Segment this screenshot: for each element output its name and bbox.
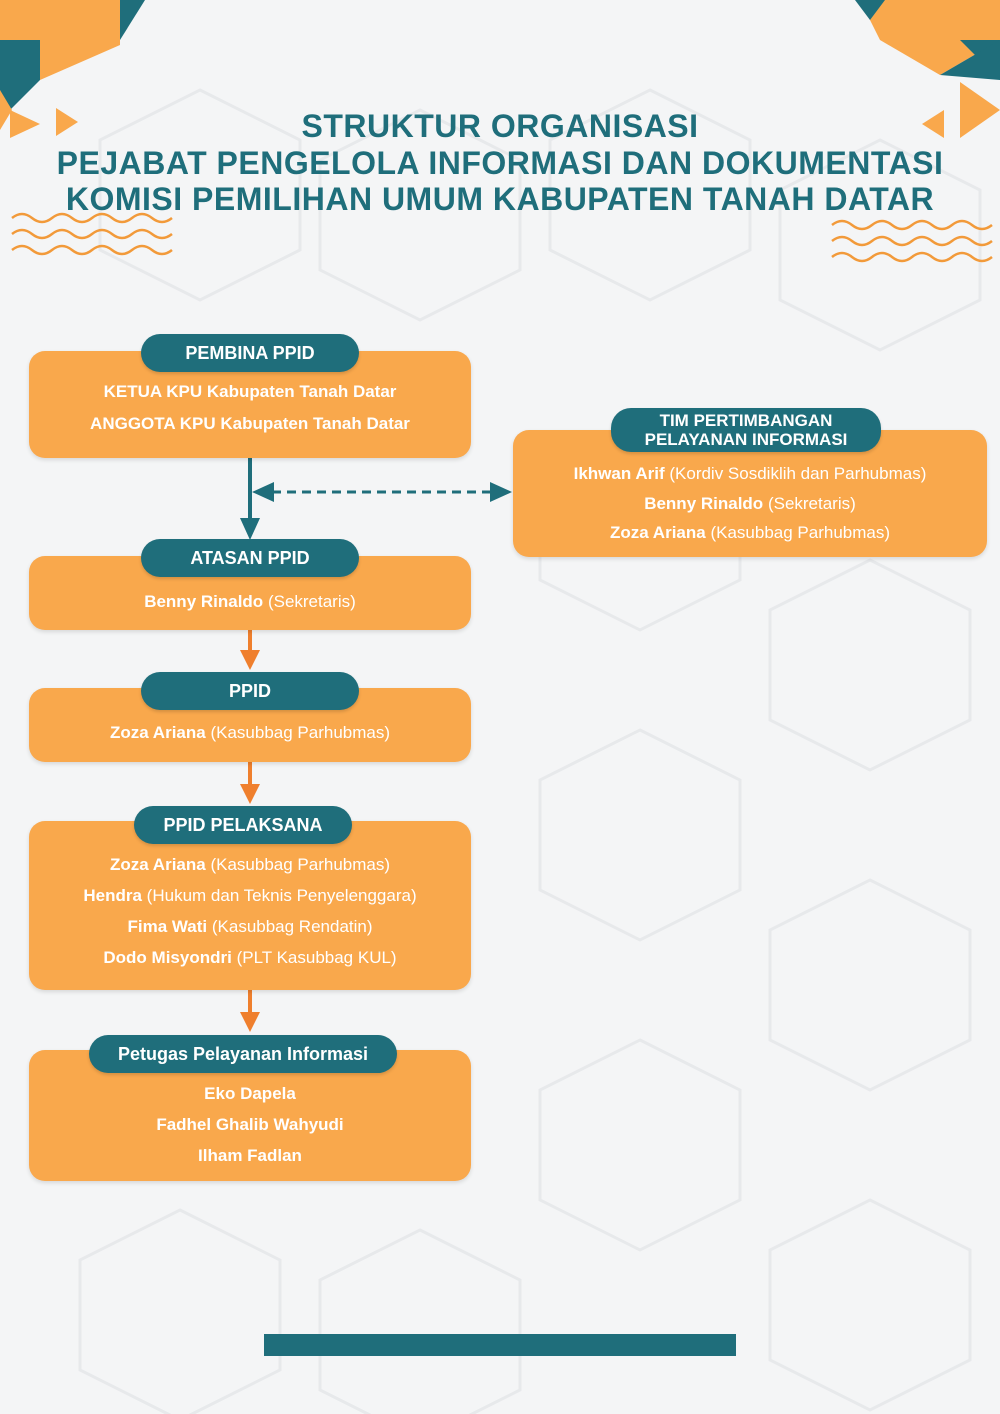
title-line-3: KOMISI PEMILIHAN UMUM KABUPATEN TANAH DA… [65, 181, 935, 217]
atasan-label: ATASAN PPID [141, 539, 359, 577]
footer-bar [264, 1334, 736, 1356]
arrowhead-atasan [240, 518, 260, 540]
petugas-item: Eko Dapela [204, 1084, 296, 1103]
pelaksana-item: Dodo Misyondri (PLT Kasubbag KUL) [103, 948, 397, 967]
arrowhead-ppid [240, 650, 260, 670]
pelaksana-item: Fima Wati (Kasubbag Rendatin) [127, 917, 373, 936]
ppid-item: Zoza Ariana (Kasubbag Parhubmas) [109, 723, 390, 742]
ppid-label: PPID [141, 672, 359, 710]
tim-item: Zoza Ariana (Kasubbag Parhubmas) [609, 523, 890, 542]
pelaksana-item: Hendra (Hukum dan Teknis Penyelenggara) [83, 886, 417, 905]
pembina-label: PEMBINA PPID [141, 334, 359, 372]
pelaksana-label: PPID PELAKSANA [134, 806, 352, 844]
pembina-item: KETUA KPU Kabupaten Tanah Datar [103, 382, 397, 401]
tim-item: Benny Rinaldo (Sekretaris) [644, 494, 856, 513]
tim-label-line-2: PELAYANAN INFORMASI [644, 430, 848, 449]
tim-item: Ikhwan Arif (Kordiv Sosdiklih dan Parhub… [573, 464, 927, 483]
arrowhead-dashed-right [490, 482, 512, 502]
arrowhead-pelaksana [240, 784, 260, 804]
tim-label: TIM PERTIMBANGAN PELAYANAN INFORMASI [611, 408, 881, 452]
arrowhead-petugas [240, 1012, 260, 1032]
tim-label-line-1: TIM PERTIMBANGAN [659, 411, 833, 430]
atasan-item: Benny Rinaldo (Sekretaris) [144, 592, 356, 611]
petugas-label: Petugas Pelayanan Informasi [89, 1035, 397, 1073]
corner-decoration-left [0, 0, 145, 138]
petugas-item: Ilham Fadlan [198, 1146, 302, 1165]
corner-decoration-right [855, 0, 1000, 138]
pelaksana-item: Zoza Ariana (Kasubbag Parhubmas) [109, 855, 390, 874]
pembina-item: ANGGOTA KPU Kabupaten Tanah Datar [90, 414, 410, 433]
pelaksana-box: Zoza Ariana (Kasubbag Parhubmas) Hendra … [29, 821, 471, 990]
arrowhead-dashed-left [252, 482, 274, 502]
title-line-1: STRUKTUR ORGANISASI [301, 108, 699, 144]
title-line-2: PEJABAT PENGELOLA INFORMASI DAN DOKUMENT… [56, 145, 944, 181]
petugas-item: Fadhel Ghalib Wahyudi [156, 1115, 344, 1134]
